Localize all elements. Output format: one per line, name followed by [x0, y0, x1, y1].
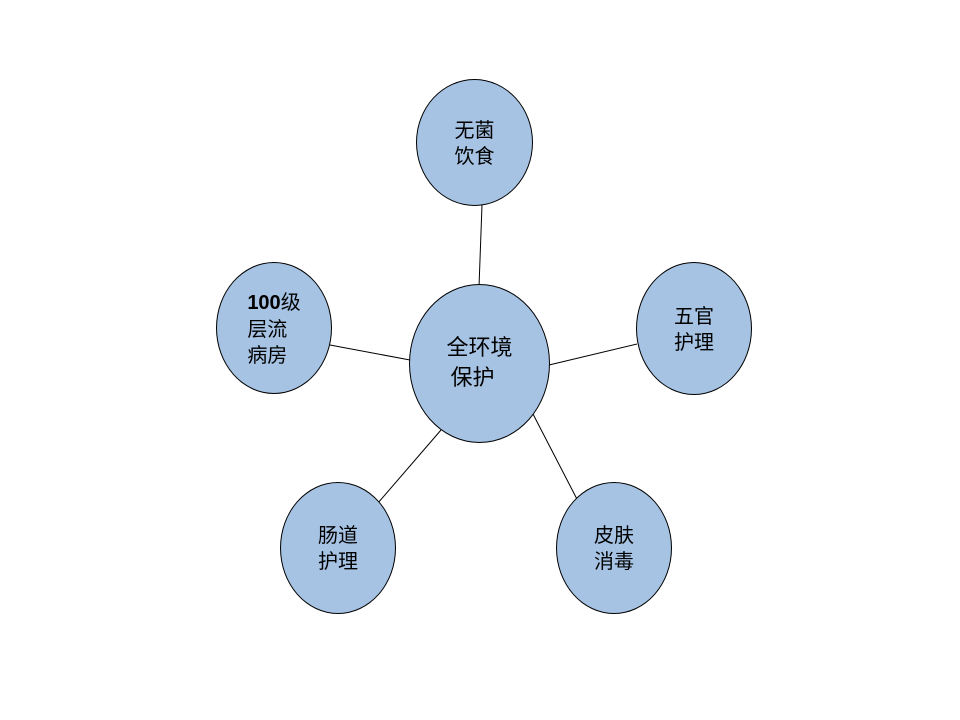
node-sterile-diet-line2: 饮食	[454, 143, 495, 168]
node-laminar-flow-ward-line2: 层流	[247, 316, 288, 341]
connector-skin	[532, 413, 581, 506]
connector-facial	[548, 343, 638, 366]
connector-intestinal	[377, 429, 442, 504]
connector-room	[329, 344, 411, 361]
node-facial-care-label: 五官 护理	[674, 303, 714, 355]
node-facial-care-line1: 五官	[674, 303, 714, 328]
node-intestinal-care-line1: 肠道	[318, 523, 358, 547]
node-total-environmental-protection-label: 全环境 保护	[446, 334, 512, 393]
room-grade-unit: 级	[280, 289, 301, 314]
node-facial-care: 五官 护理	[636, 262, 752, 395]
connector-food	[478, 204, 483, 288]
node-skin-disinfection-label: 皮肤 消毒	[594, 522, 634, 574]
node-sterile-diet-line1: 无菌	[454, 117, 495, 142]
node-laminar-flow-ward-line1: 100级	[247, 289, 300, 316]
node-intestinal-care: 肠道 护理	[280, 482, 396, 614]
node-sterile-diet: 无菌 饮食	[416, 79, 533, 206]
node-facial-care-line2: 护理	[674, 329, 714, 354]
node-total-environmental-protection: 全环境 保护	[409, 284, 550, 443]
center-line1: 全环境	[446, 335, 513, 361]
node-skin-disinfection-line2: 消毒	[594, 549, 634, 573]
room-grade-number: 100	[247, 291, 281, 314]
node-laminar-flow-ward-label: 100级 层流 病房	[247, 289, 300, 368]
node-skin-disinfection: 皮肤 消毒	[556, 482, 672, 614]
node-laminar-flow-ward-line3: 病房	[247, 342, 288, 367]
node-intestinal-care-label: 肠道 护理	[318, 522, 358, 574]
node-laminar-flow-ward: 100级 层流 病房	[216, 262, 332, 394]
node-skin-disinfection-line1: 皮肤	[594, 523, 634, 547]
node-sterile-diet-label: 无菌 饮食	[455, 117, 495, 169]
center-line2: 保护	[450, 365, 495, 391]
node-intestinal-care-line2: 护理	[318, 549, 358, 573]
